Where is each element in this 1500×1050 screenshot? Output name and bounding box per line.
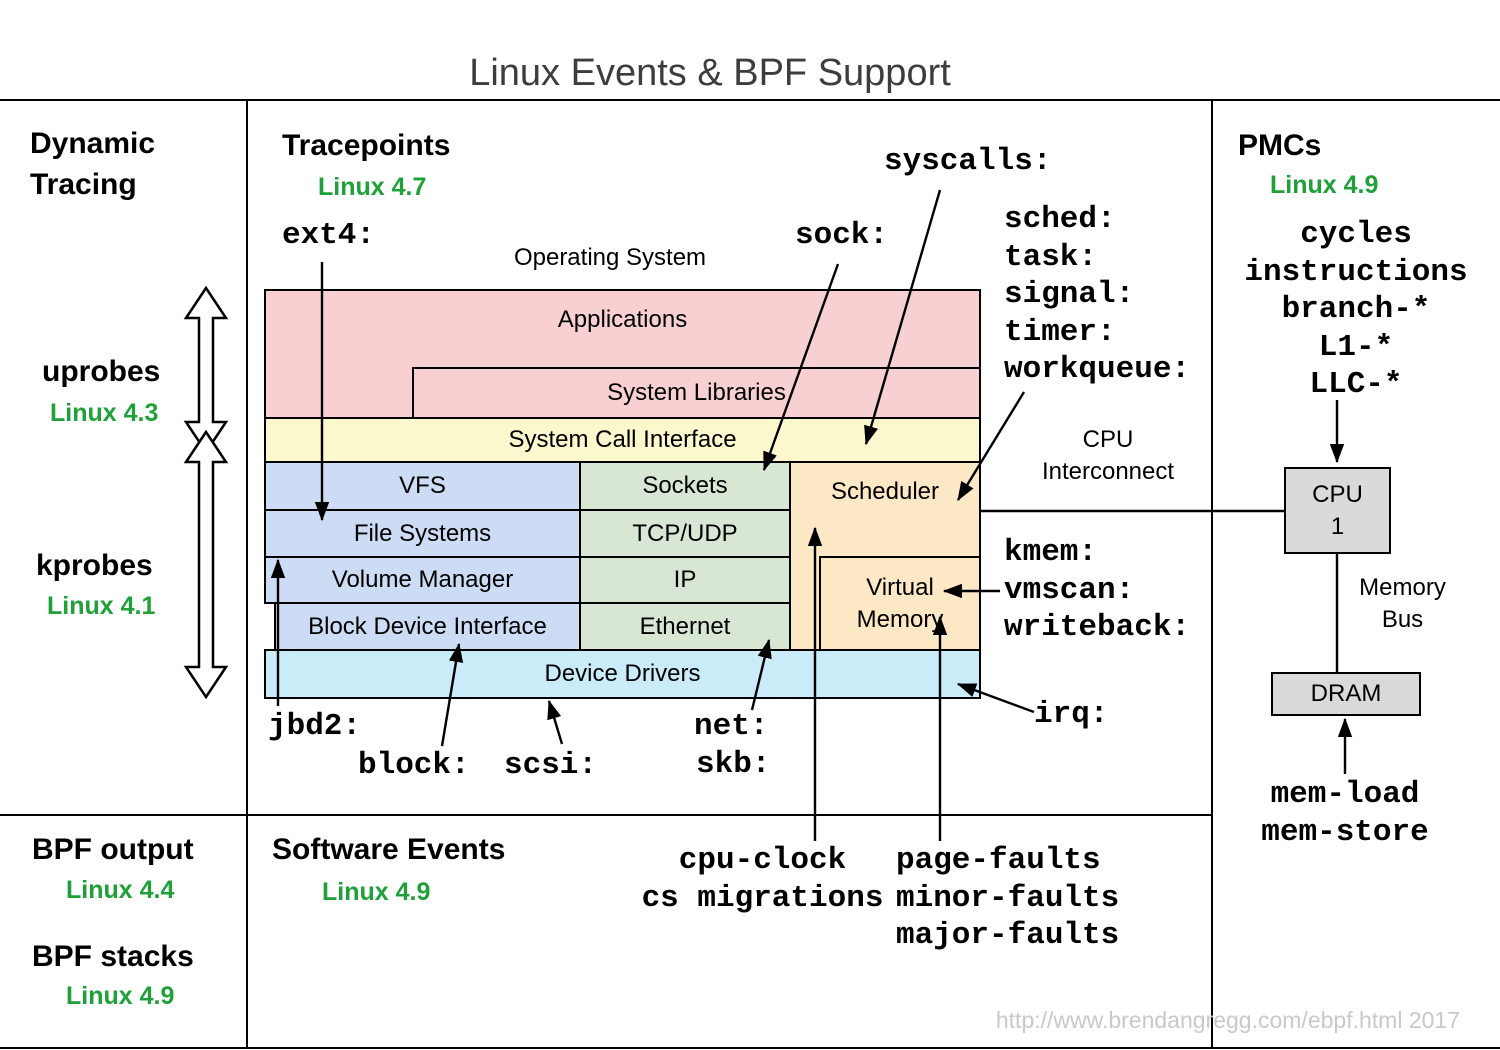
kmem-label: kmem: <box>1004 535 1098 570</box>
block-label: block: <box>358 748 470 783</box>
system-libraries-label: System Libraries <box>607 379 786 407</box>
syscalls-arrow <box>864 189 942 446</box>
sched-label-group: sched: task: signal: timer: workqueue: <box>1004 201 1190 389</box>
task-label: task: <box>1004 239 1098 275</box>
file-systems-box <box>264 509 581 558</box>
pmcs-title: PMCs <box>1238 129 1322 162</box>
mem-label-group: kmem: vmscan: writeback: <box>1004 534 1190 647</box>
sched-label: sched: <box>1004 202 1116 237</box>
sockets-label: Sockets <box>642 472 728 500</box>
cs-migrations-label: cs migrations <box>641 880 884 916</box>
scsi-label: scsi: <box>504 748 598 783</box>
bpf-output-version: Linux 4.4 <box>66 876 175 904</box>
irq-arrow <box>956 682 1035 714</box>
fault-event-list: page-faults minor-faults major-faults <box>896 842 1119 955</box>
major-faults-label: major-faults <box>896 918 1120 953</box>
timer-label: timer: <box>1004 314 1116 350</box>
pmc-counter-cycles: cycles <box>1300 217 1412 252</box>
uprobes-label: uprobes <box>42 355 161 388</box>
system-call-interface-label: System Call Interface <box>508 426 737 454</box>
pmc-counter-l1: L1-* <box>1318 329 1394 365</box>
bpf-stacks-version: Linux 4.9 <box>66 982 175 1010</box>
uprobes-arrow <box>183 285 229 455</box>
page-faults-label: page-faults <box>896 843 1101 878</box>
software-events-version: Linux 4.9 <box>322 878 431 906</box>
ethernet-box <box>579 602 791 651</box>
uprobes-version: Linux 4.3 <box>50 399 159 427</box>
syscalls-label: syscalls: <box>884 144 1052 179</box>
device-drivers-box <box>264 649 981 699</box>
virtual-memory-label: Virtual Memory <box>820 557 980 650</box>
sock-label: sock: <box>795 218 889 253</box>
tcp-udp-label: TCP/UDP <box>632 519 738 547</box>
sock-arrow <box>762 263 840 472</box>
pmc-counter-list: cycles instructions branch-* L1-* LLC-* <box>1232 216 1480 404</box>
operating-system-label: Operating System <box>513 244 707 271</box>
dynamic-tracing-title: Dynamic Tracing <box>30 127 156 201</box>
file-systems-label: File Systems <box>353 519 492 547</box>
cpu-label: CPU 1 <box>1285 468 1390 553</box>
kprobes-arrow <box>183 429 229 700</box>
applications-label: Applications <box>557 306 688 334</box>
mem-event-list: mem-load mem-store <box>1232 776 1458 851</box>
cpu-interconnect-label: CPU Interconnect <box>1041 426 1175 486</box>
volume-manager-label: Volume Manager <box>331 566 514 594</box>
writeback-label: writeback: <box>1004 610 1191 645</box>
net-skb-arrow <box>750 638 772 711</box>
device-drivers-label: Device Drivers <box>544 660 701 688</box>
pmc-counter-instructions: instructions <box>1244 254 1468 290</box>
scsi-arrow <box>547 699 564 745</box>
dram-box <box>1271 672 1421 716</box>
block-device-interface-label: Block Device Interface <box>308 612 547 640</box>
page-title: Linux Events & BPF Support <box>469 52 951 94</box>
bpf-stacks-title: BPF stacks <box>32 940 194 973</box>
scheduler-label: Scheduler <box>830 478 940 506</box>
kprobes-label: kprobes <box>36 549 153 582</box>
vmscan-label: vmscan: <box>1004 572 1135 608</box>
system-call-interface-box <box>264 417 981 463</box>
ethernet-label: Ethernet <box>639 612 731 640</box>
memory-bus-label: Memory Bus <box>1359 574 1446 634</box>
tracepoints-version: Linux 4.7 <box>318 173 427 201</box>
cpu-event-list: cpu-clock cs migrations <box>560 842 965 917</box>
bpf-output-title: BPF output <box>32 833 194 866</box>
software-events-title: Software Events <box>272 833 506 866</box>
pmc-counter-llc: LLC-* <box>1309 367 1403 402</box>
net-label: net: <box>694 709 769 744</box>
skb-label: skb: <box>696 747 771 782</box>
footer-url: http://www.brendangregg.com/ebpf.html 20… <box>995 1007 1460 1033</box>
workqueue-scheduler-arrow <box>956 391 1026 502</box>
vfs-label: VFS <box>399 472 446 500</box>
virtual-memory-box <box>819 556 981 651</box>
minor-faults-label: minor-faults <box>896 880 1120 916</box>
kprobes-version: Linux 4.1 <box>47 592 156 620</box>
cpu-name: CPU <box>1312 481 1363 509</box>
tcp-udp-box <box>579 509 791 558</box>
signal-label: signal: <box>1004 277 1135 312</box>
block-arrow <box>440 642 464 747</box>
mem-load-label: mem-load <box>1270 777 1420 812</box>
mem-store-label: mem-store <box>1261 814 1429 850</box>
jbd2-label: jbd2: <box>268 709 362 744</box>
tracepoints-title: Tracepoints <box>282 129 451 162</box>
dram-label: DRAM <box>1310 680 1382 708</box>
cpu-number: 1 <box>1330 512 1345 540</box>
cpu-clock-label: cpu-clock <box>678 843 847 878</box>
pmc-counter-branch: branch-* <box>1281 292 1431 327</box>
irq-label: irq: <box>1034 697 1109 732</box>
pmcs-version: Linux 4.9 <box>1270 171 1379 199</box>
ip-label: IP <box>673 566 697 594</box>
virtual-memory-text: Virtual Memory <box>856 574 944 633</box>
block-device-interface-box <box>274 602 581 651</box>
ext4-label: ext4: <box>282 218 376 253</box>
workqueue-label: workqueue: <box>1004 352 1191 387</box>
